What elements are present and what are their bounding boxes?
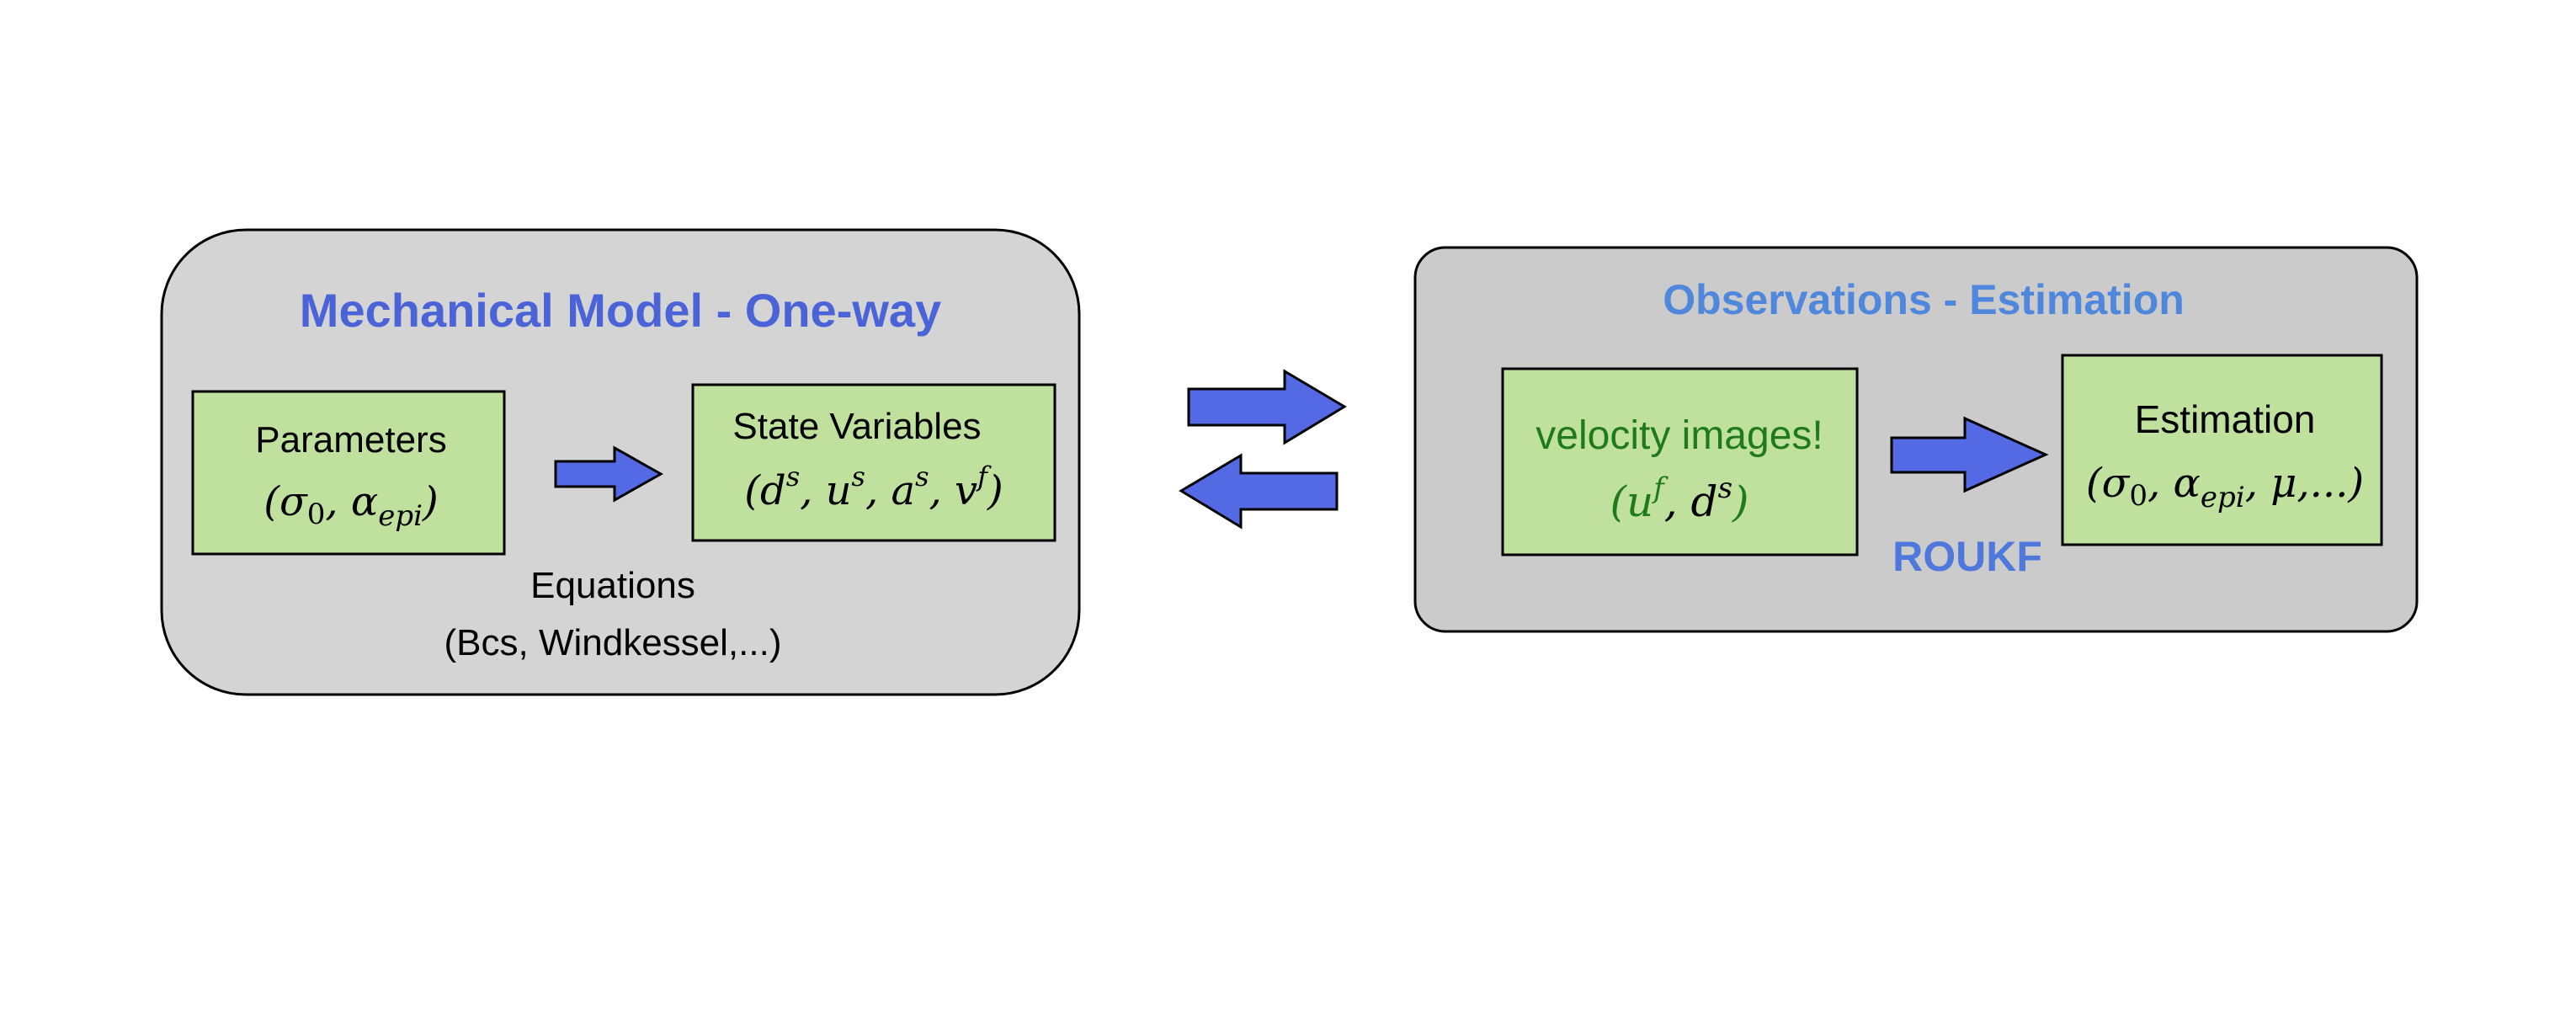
arrow-left-icon [1179,453,1339,530]
velocity-images-label: velocity images! [1535,413,1823,458]
estimation-label: Estimation [2135,397,2316,441]
arrow-right-icon [554,445,664,503]
state-variables-box [691,383,1056,542]
arrow-right-icon [1890,416,2049,493]
arrow-right-icon [1187,369,1347,445]
state-variables-math: (ds, us, as, vf) [744,461,1003,514]
parameters-label: Parameters [255,419,446,461]
equations-detail: (Bcs, Windkessel,...) [444,622,782,663]
observations-estimation-title: Observations - Estimation [1663,276,2185,323]
parameters-box [191,390,506,556]
estimation-box [2061,354,2383,546]
equations-label: Equations [530,565,695,606]
state-variables-label: State Variables [732,406,981,447]
roukf-label: ROUKF [1892,533,2042,580]
velocity-images-box [1501,367,1859,556]
mechanical-model-title: Mechanical Model - One-way [300,284,941,337]
